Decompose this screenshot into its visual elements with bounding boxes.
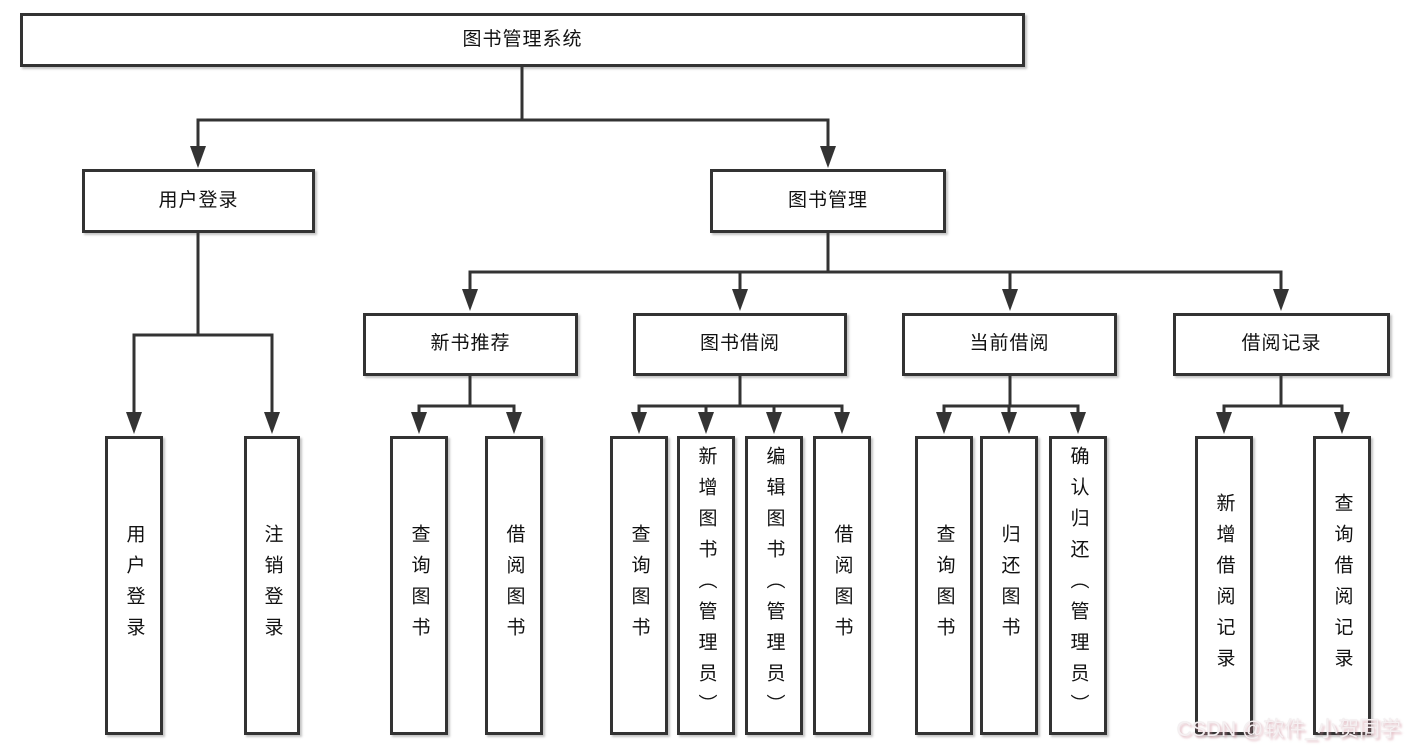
root-node: 图书管理系统 xyxy=(20,13,1025,67)
leaf-confirm-return-admin: 确认归还（管理员） xyxy=(1049,436,1107,735)
node-current-borrowing: 当前借阅 xyxy=(902,313,1117,376)
leaf-user-login: 用户登录 xyxy=(105,436,163,735)
node-book-borrowing: 图书借阅 xyxy=(633,313,847,376)
leaf-logout: 注销登录 xyxy=(244,436,300,735)
node-borrowing-records: 借阅记录 xyxy=(1173,313,1390,376)
node-book-management: 图书管理 xyxy=(710,169,946,233)
leaf-query-books-recommend: 查询图书 xyxy=(390,436,448,735)
arrowheads xyxy=(126,146,1350,434)
leaf-borrow-books-borrowing: 借阅图书 xyxy=(813,436,871,735)
watermark: CSDN @软件_小贺同学 xyxy=(1176,718,1401,741)
leaf-return-books: 归还图书 xyxy=(980,436,1038,735)
leaf-query-books-borrowing: 查询图书 xyxy=(610,436,668,735)
leaf-edit-books-admin: 编辑图书（管理员） xyxy=(745,436,803,735)
leaf-borrow-books-recommend: 借阅图书 xyxy=(485,436,543,735)
leaf-query-books-current: 查询图书 xyxy=(915,436,973,735)
leaf-query-borrow-record: 查询借阅记录 xyxy=(1313,436,1371,735)
leaf-add-books-admin: 新增图书（管理员） xyxy=(677,436,735,735)
leaf-add-borrow-record: 新增借阅记录 xyxy=(1195,436,1253,735)
node-new-book-recommend: 新书推荐 xyxy=(363,313,578,376)
node-user-login: 用户登录 xyxy=(82,169,315,233)
